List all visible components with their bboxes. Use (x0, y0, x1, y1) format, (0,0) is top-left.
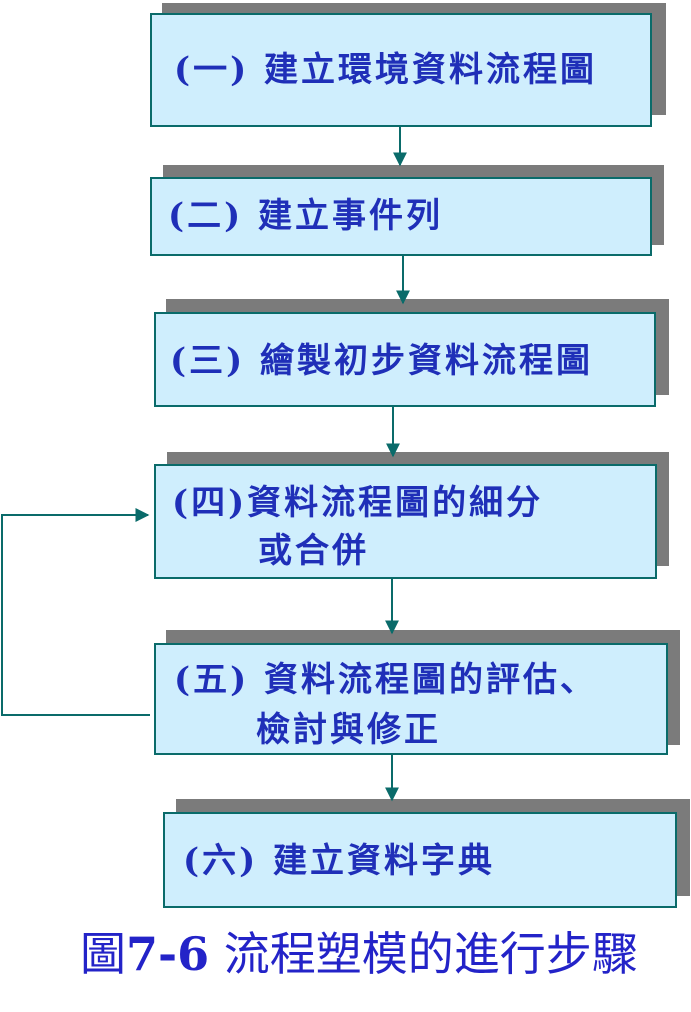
step-1-label: (一) 建立環境資料流程圖 (174, 50, 598, 90)
caption-text: 流程塑模的進行步驟 (209, 927, 638, 981)
caption-number: 7-6 (126, 927, 210, 981)
step-3-label: (三) 繪製初步資料流程圖 (170, 341, 594, 381)
step-4-label-line-2: 或合併 (258, 531, 369, 571)
step-5-box: (五) 資料流程圖的評估、 檢討與修正 (154, 643, 668, 755)
step-4-label-line-1: (四)資料流程圖的細分 (172, 483, 544, 523)
figure-caption: 圖7-6 流程塑模的進行步驟 (80, 924, 680, 984)
feedback-loop-step5-to-step4 (1, 508, 150, 716)
caption-prefix: 圖 (80, 927, 126, 981)
step-3-box: (三) 繪製初步資料流程圖 (154, 312, 656, 407)
step-6-label: (六) 建立資料字典 (183, 841, 496, 881)
step-2-box: (二) 建立事件列 (150, 177, 652, 256)
step-4-box: (四)資料流程圖的細分 或合併 (154, 464, 657, 579)
step-1-box: (一) 建立環境資料流程圖 (150, 13, 652, 127)
step-5-label-line-1: (五) 資料流程圖的評估、 (174, 660, 598, 700)
step-6-box: (六) 建立資料字典 (163, 812, 677, 908)
step-5-label-line-2: 檢討與修正 (256, 710, 441, 750)
step-2-label: (二) 建立事件列 (168, 196, 444, 236)
